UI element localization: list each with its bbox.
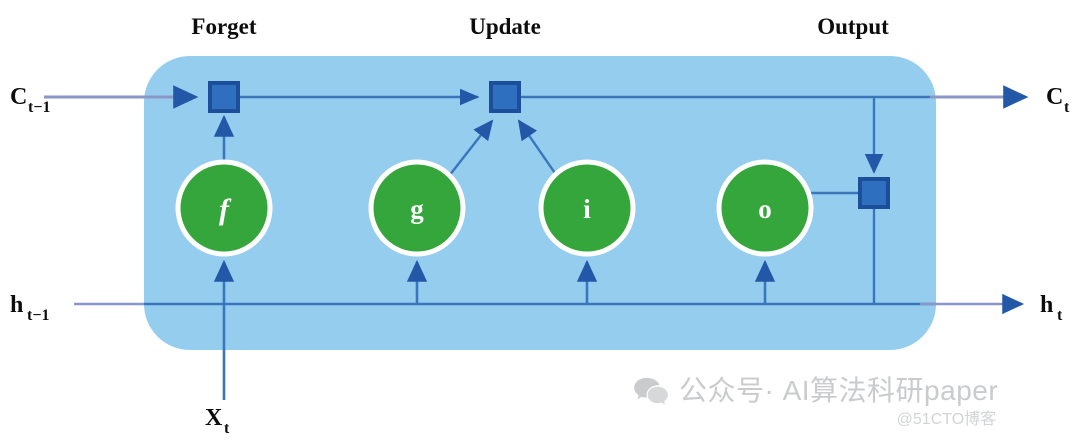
label-base: h — [1040, 292, 1053, 318]
gate-node-input-gate-i: i — [538, 159, 636, 257]
gate-letter: g — [410, 194, 424, 224]
gate-circle — [716, 159, 814, 257]
update-add-op — [489, 81, 521, 113]
gate-letter: f — [219, 193, 232, 226]
gate-circle — [175, 159, 273, 257]
gate-node-candidate-g: g — [368, 159, 466, 257]
label-subscript: t — [224, 420, 230, 437]
output-multiply-op — [858, 177, 890, 209]
label-subscript: t−1 — [28, 99, 50, 116]
gate-title-output: Output — [817, 14, 889, 39]
label-input-xt: X t — [205, 405, 230, 437]
candidate-g-to-op-line — [448, 119, 494, 177]
label-subscript: t — [1057, 307, 1063, 324]
label-base: h — [10, 292, 23, 318]
label-hidden-state-out: h t — [1040, 292, 1063, 324]
gate-title-update: Update — [469, 14, 541, 39]
input-gate-i-to-op-line — [517, 119, 558, 177]
gate-circle — [538, 159, 636, 257]
label-cell-state-in: C t−1 — [10, 84, 50, 116]
label-subscript: t — [1064, 99, 1070, 116]
label-hidden-state-in: h t−1 — [10, 292, 49, 324]
label-base: C — [10, 84, 27, 110]
gate-circle — [368, 159, 466, 257]
forget-multiply-op — [208, 81, 240, 113]
label-subscript: t−1 — [27, 307, 49, 324]
gate-letter: o — [758, 194, 772, 224]
gate-letter: i — [583, 194, 591, 224]
label-base: C — [1046, 84, 1063, 110]
gate-title-forget: Forget — [191, 14, 256, 39]
gate-node-forget-gate: f — [175, 159, 273, 257]
gate-node-output-gate-o: o — [716, 159, 814, 257]
label-cell-state-out: C t — [1046, 84, 1070, 116]
label-base: X — [205, 405, 223, 431]
